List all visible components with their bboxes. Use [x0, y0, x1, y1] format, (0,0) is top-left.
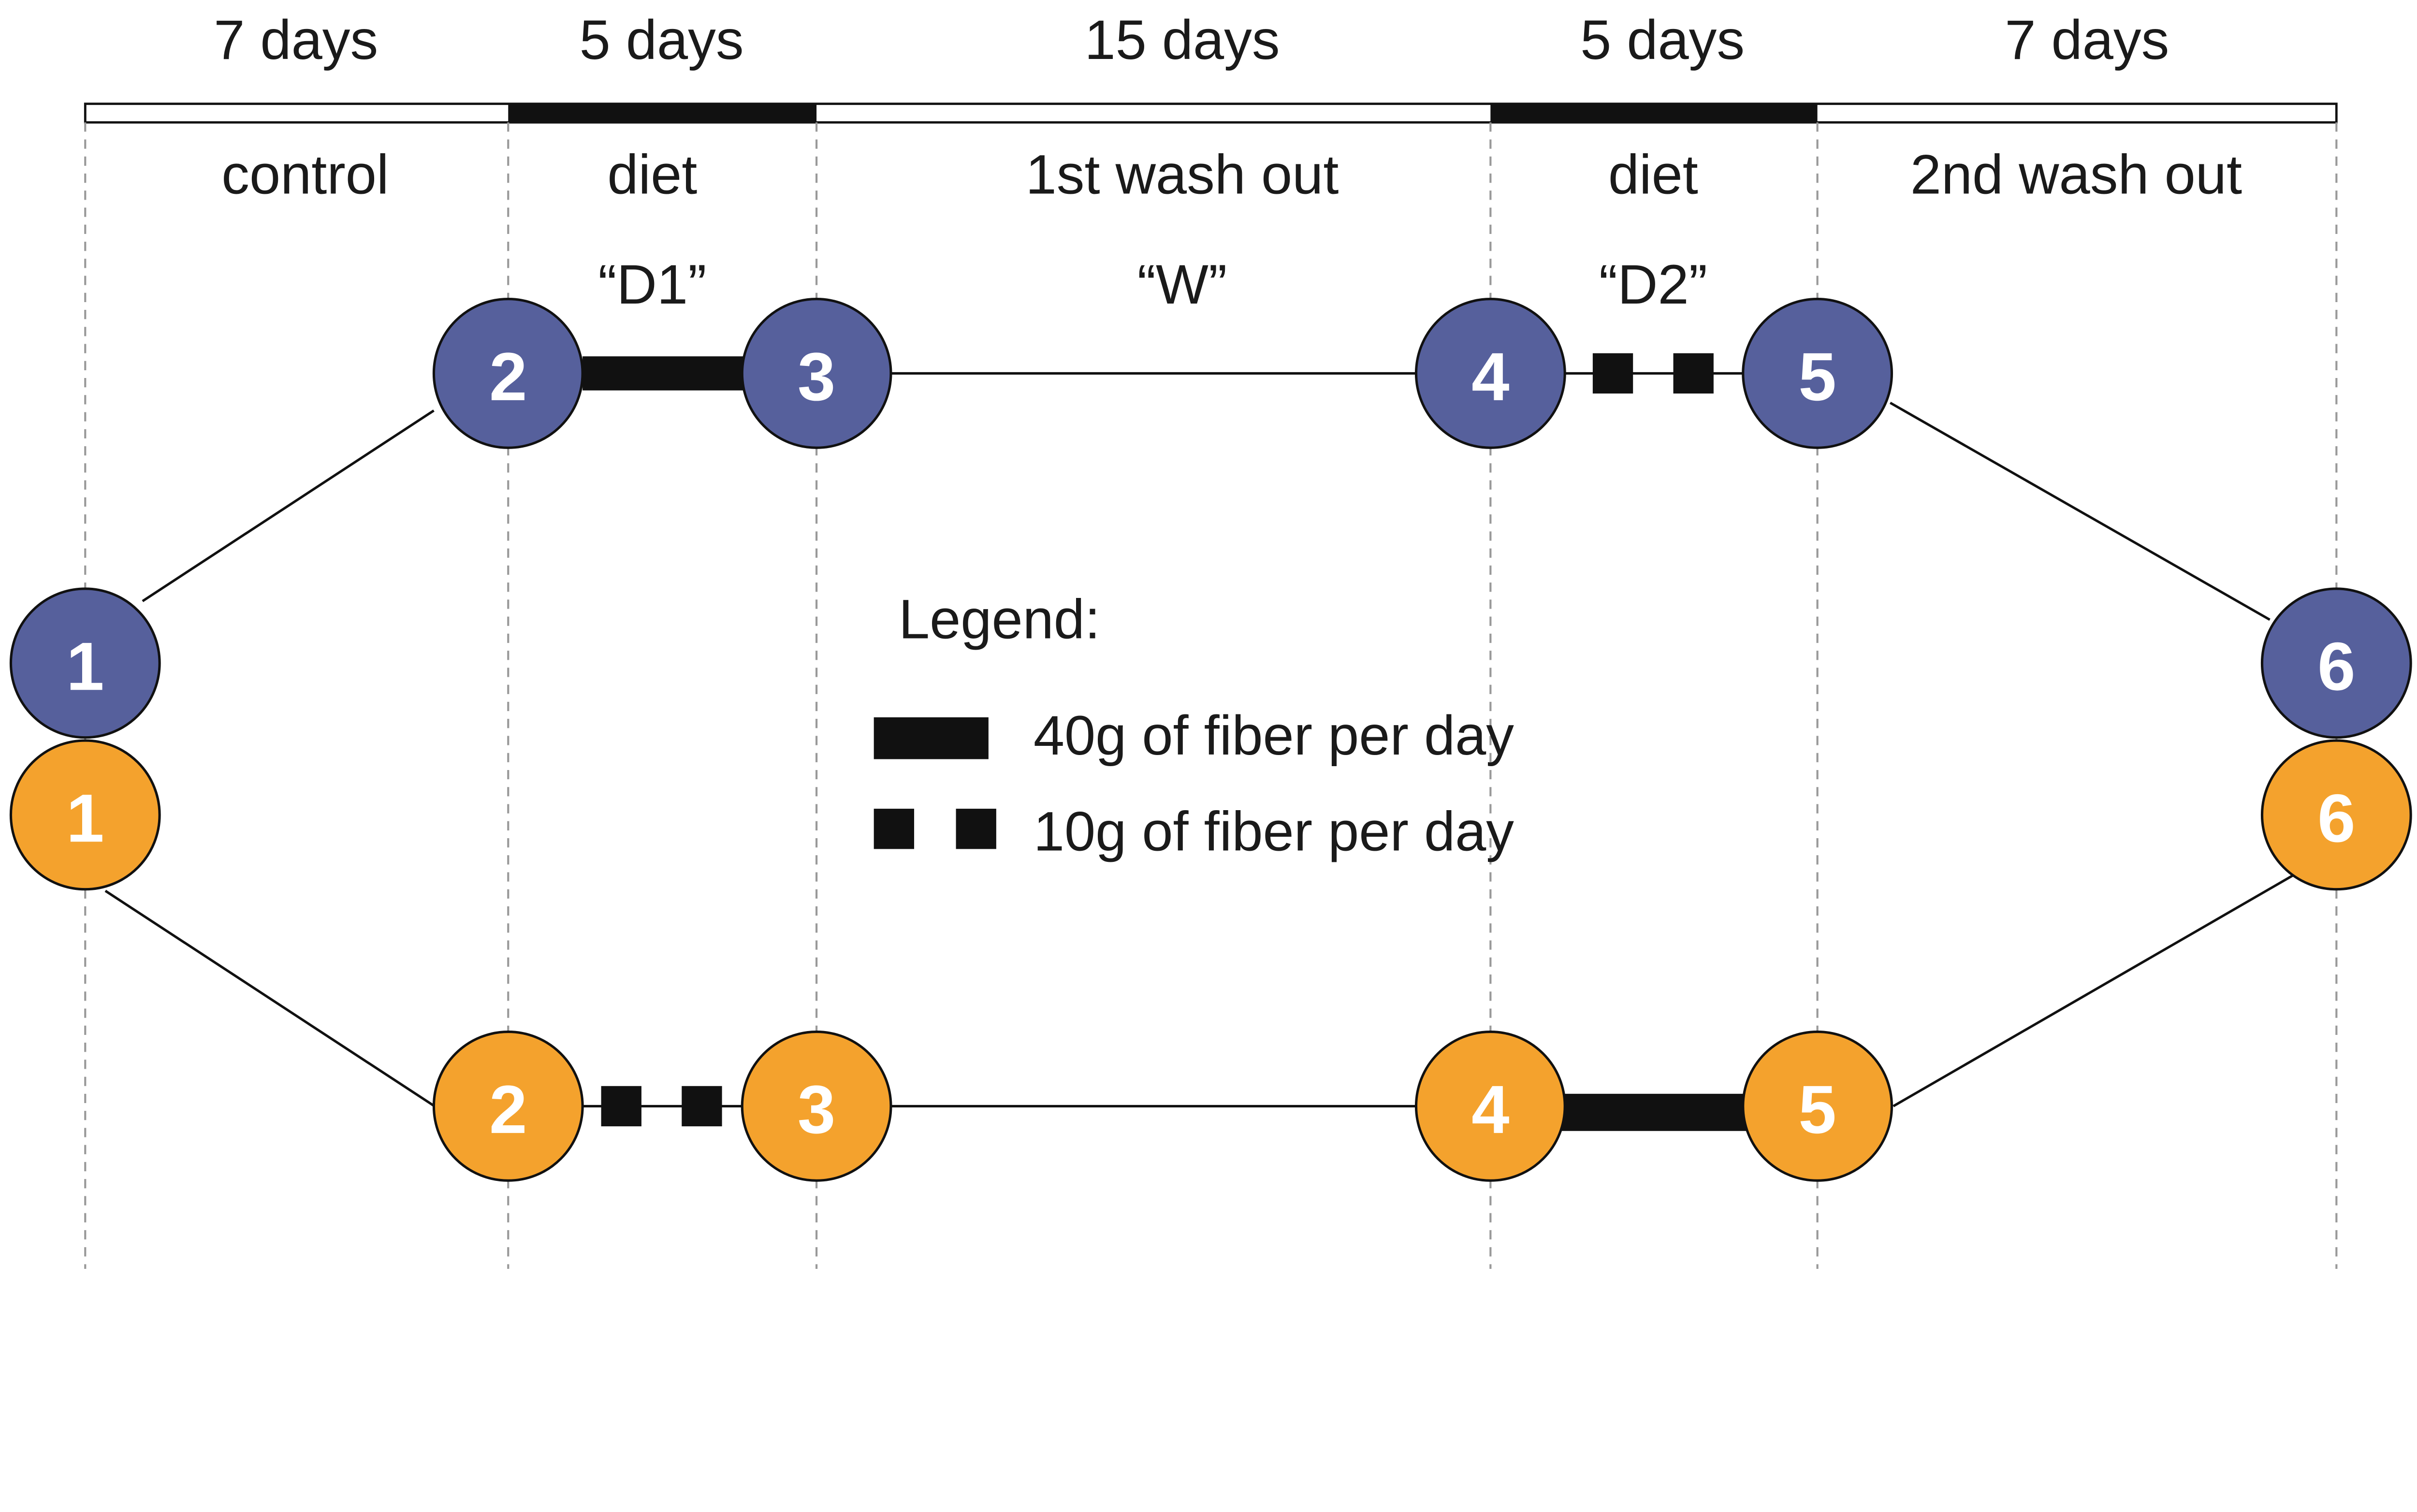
group-a-node-5	[1742, 298, 1893, 449]
group-b-node-4	[1414, 1031, 1566, 1182]
group-a-node-3	[741, 298, 892, 449]
group-a-node-4	[1414, 298, 1566, 449]
phase-washout-1: 1st wash out	[1026, 144, 1339, 206]
group-b-40g-bar	[1561, 1093, 1748, 1131]
group-b-node-6	[2260, 739, 2412, 891]
legend-label-10g: 10g of fiber per day	[1034, 801, 1514, 863]
group-b-node-3	[741, 1031, 892, 1182]
group-b-node-label: 1	[66, 780, 104, 856]
group-b-node-2	[432, 1031, 584, 1182]
phase-diet-1: diet	[607, 144, 697, 206]
group-b-node-label: 5	[1798, 1071, 1836, 1148]
group-a-10g-square	[1673, 353, 1714, 394]
group-a-40g-bar	[582, 356, 744, 391]
phase-code-d1: “D1”	[598, 254, 706, 316]
group-b-10g-square	[682, 1086, 722, 1127]
phase-code-d2: “D2”	[1599, 254, 1707, 316]
duration-diet-2: 5 days	[1580, 9, 1745, 71]
group-a-node-1	[9, 587, 161, 739]
legend: Legend: 40g of fiber per day 10g of fibe…	[874, 589, 1514, 863]
group-b-node-label: 6	[2317, 780, 2355, 856]
group-a-node-label: 2	[489, 338, 527, 415]
phase-diet-2: diet	[1608, 144, 1698, 206]
group-a-node-label: 1	[66, 628, 104, 704]
phase-control: control	[221, 144, 389, 206]
legend-square-icon	[874, 809, 915, 849]
duration-washout-1: 15 days	[1084, 9, 1280, 71]
timeline-bar	[84, 102, 2338, 124]
duration-diet-1: 5 days	[580, 9, 744, 71]
group-a-node-label: 5	[1798, 338, 1836, 415]
group-b-node-5	[1742, 1031, 1893, 1182]
connectors	[104, 372, 2294, 1109]
group-b-node-label: 4	[1471, 1071, 1509, 1148]
diagram-canvas: 7 days 5 days 15 days 5 days 7 days cont…	[9, 9, 2412, 1269]
group-a-node-2	[432, 298, 584, 449]
group-b-10g-square	[601, 1086, 641, 1127]
group-a-node-label: 4	[1471, 338, 1509, 415]
sample-nodes: 1 2 3 4 5 6 1 2 3 4 5 6	[9, 298, 2412, 1182]
group-a-node-label: 6	[2317, 628, 2355, 704]
timeline-diet-1-segment	[508, 103, 817, 123]
duration-washout-2: 7 days	[2005, 9, 2169, 71]
group-a-node-6	[2260, 587, 2412, 739]
group-a-10g-square	[1592, 353, 1633, 394]
legend-title: Legend:	[899, 589, 1100, 651]
duration-control: 7 days	[214, 9, 378, 71]
phase-washout-2: 2nd wash out	[1910, 144, 2242, 206]
timeline-diet-2-segment	[1490, 103, 1818, 123]
legend-solid-bar-icon	[874, 717, 989, 759]
phase-code-w: “W”	[1137, 254, 1227, 316]
group-b-node-label: 2	[489, 1071, 527, 1148]
legend-square-icon	[956, 809, 996, 849]
group-b-node-label: 3	[798, 1071, 835, 1148]
legend-label-40g: 40g of fiber per day	[1034, 705, 1514, 767]
group-b-node-1	[9, 739, 161, 891]
study-design-diagram: 7 days 5 days 15 days 5 days 7 days cont…	[9, 9, 2412, 1269]
group-a-node-label: 3	[798, 338, 835, 415]
